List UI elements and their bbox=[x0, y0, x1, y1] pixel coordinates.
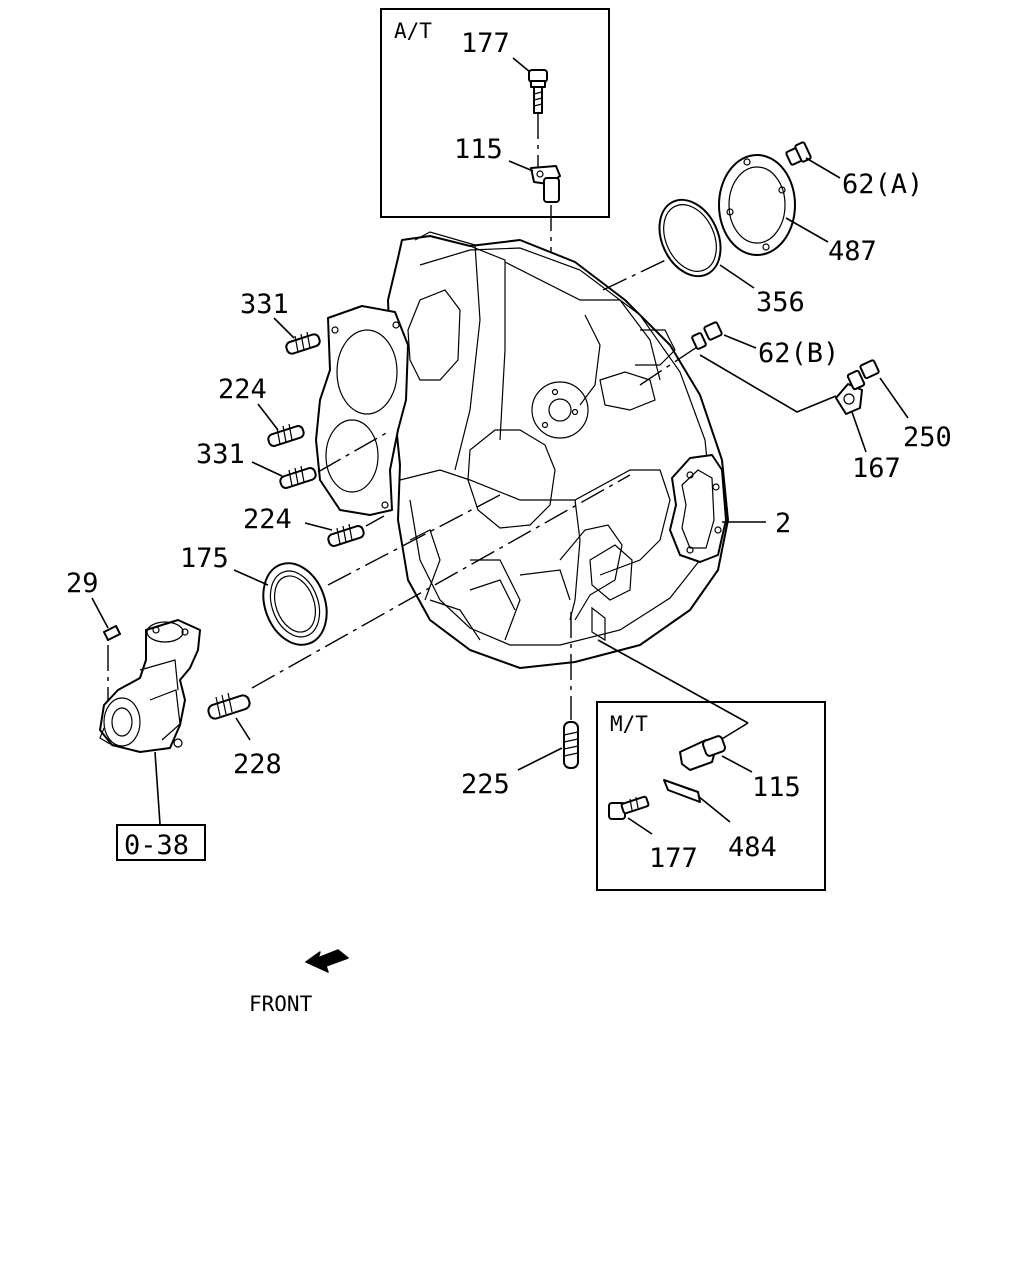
at-115-leader bbox=[508, 160, 534, 172]
62a-leader bbox=[805, 157, 841, 179]
167-label: 167 bbox=[852, 453, 901, 484]
rear-cover-487[interactable] bbox=[718, 154, 796, 256]
reference-label: 0-38 bbox=[124, 830, 189, 861]
front-label: FRONT bbox=[249, 992, 313, 1016]
167-leader bbox=[851, 411, 867, 453]
62b-leader bbox=[723, 334, 757, 349]
plate-167[interactable] bbox=[835, 383, 863, 415]
mt-115-leader bbox=[721, 755, 753, 773]
224-lower-leader bbox=[304, 522, 333, 531]
62b-assembly-line bbox=[639, 344, 701, 386]
at-sensor-115[interactable] bbox=[530, 165, 561, 203]
mt-inset-frame bbox=[596, 701, 826, 891]
front-direction-indicator: FRONT bbox=[249, 949, 349, 1016]
29-label: 29 bbox=[66, 568, 99, 599]
331-upper-label: 331 bbox=[240, 289, 289, 320]
487-leader bbox=[785, 217, 829, 243]
224-lower-assembly-line bbox=[365, 515, 385, 527]
0-38-leader bbox=[154, 751, 161, 825]
175-leader bbox=[233, 569, 269, 586]
250-leader bbox=[879, 377, 909, 419]
175-label: 175 bbox=[180, 543, 229, 574]
bolt-250[interactable] bbox=[846, 359, 880, 391]
mt-bolt-177[interactable] bbox=[608, 795, 650, 820]
stud-224-upper[interactable] bbox=[267, 423, 305, 447]
167-connector-line bbox=[699, 354, 837, 413]
mt-connector-line bbox=[597, 639, 749, 724]
228-leader bbox=[235, 717, 251, 741]
mt-484-leader bbox=[697, 795, 731, 823]
stud-225[interactable] bbox=[563, 721, 579, 769]
at-inset-title: A/T bbox=[394, 19, 432, 43]
331-upper-leader bbox=[273, 317, 295, 339]
key-29[interactable] bbox=[103, 625, 121, 641]
at-inset: A/T 177 115 bbox=[380, 8, 610, 218]
reference-0-38[interactable]: 0-38 bbox=[116, 824, 206, 861]
2-label: 2 bbox=[775, 508, 791, 539]
62a-label: 62(A) bbox=[842, 169, 923, 200]
331-lower-assembly-line bbox=[317, 431, 389, 473]
225-leader bbox=[517, 747, 563, 771]
224-lower-label: 224 bbox=[243, 504, 292, 535]
62b-label: 62(B) bbox=[758, 338, 839, 369]
mt-inset: M/T 115 484 177 bbox=[596, 701, 826, 891]
331-lower-leader bbox=[251, 461, 283, 477]
oil-seal-175[interactable] bbox=[252, 554, 337, 653]
mt-inset-title: M/T bbox=[610, 712, 648, 736]
mt-sensor-115[interactable] bbox=[679, 735, 727, 771]
at-177-label: 177 bbox=[461, 28, 510, 59]
mt-484-label: 484 bbox=[728, 832, 777, 863]
pump-assembly[interactable] bbox=[99, 619, 201, 753]
stud-228[interactable] bbox=[207, 692, 251, 720]
228-label: 228 bbox=[233, 749, 282, 780]
mt-bracket-484[interactable] bbox=[663, 779, 701, 803]
356-assembly-line bbox=[602, 257, 671, 291]
reference-frame bbox=[116, 824, 206, 861]
mt-115-label: 115 bbox=[752, 772, 801, 803]
at-inset-frame bbox=[380, 8, 610, 218]
at-bolt-177[interactable] bbox=[528, 69, 548, 114]
356-label: 356 bbox=[756, 287, 805, 318]
stud-331-lower[interactable] bbox=[279, 465, 317, 489]
224-upper-label: 224 bbox=[218, 374, 267, 405]
front-arrow-icon bbox=[305, 949, 349, 973]
225-label: 225 bbox=[461, 769, 510, 800]
356-leader bbox=[719, 264, 755, 289]
175-assembly-line bbox=[327, 494, 501, 586]
29-leader bbox=[91, 597, 109, 629]
mt-177-label: 177 bbox=[649, 843, 698, 874]
o-ring-356[interactable] bbox=[648, 190, 733, 286]
228-assembly-line bbox=[251, 474, 631, 689]
mt-177-leader bbox=[627, 817, 653, 835]
at-177-leader bbox=[512, 57, 531, 73]
bolt-62a[interactable] bbox=[785, 141, 812, 166]
flywheel-housing[interactable] bbox=[315, 231, 729, 669]
250-label: 250 bbox=[903, 422, 952, 453]
stud-331-upper[interactable] bbox=[285, 331, 321, 355]
bolt-62b[interactable] bbox=[691, 321, 723, 350]
331-lower-label: 331 bbox=[196, 439, 245, 470]
224-upper-leader bbox=[257, 403, 279, 431]
487-label: 487 bbox=[828, 236, 877, 267]
at-115-label: 115 bbox=[454, 134, 503, 165]
stud-224-lower[interactable] bbox=[327, 523, 365, 547]
